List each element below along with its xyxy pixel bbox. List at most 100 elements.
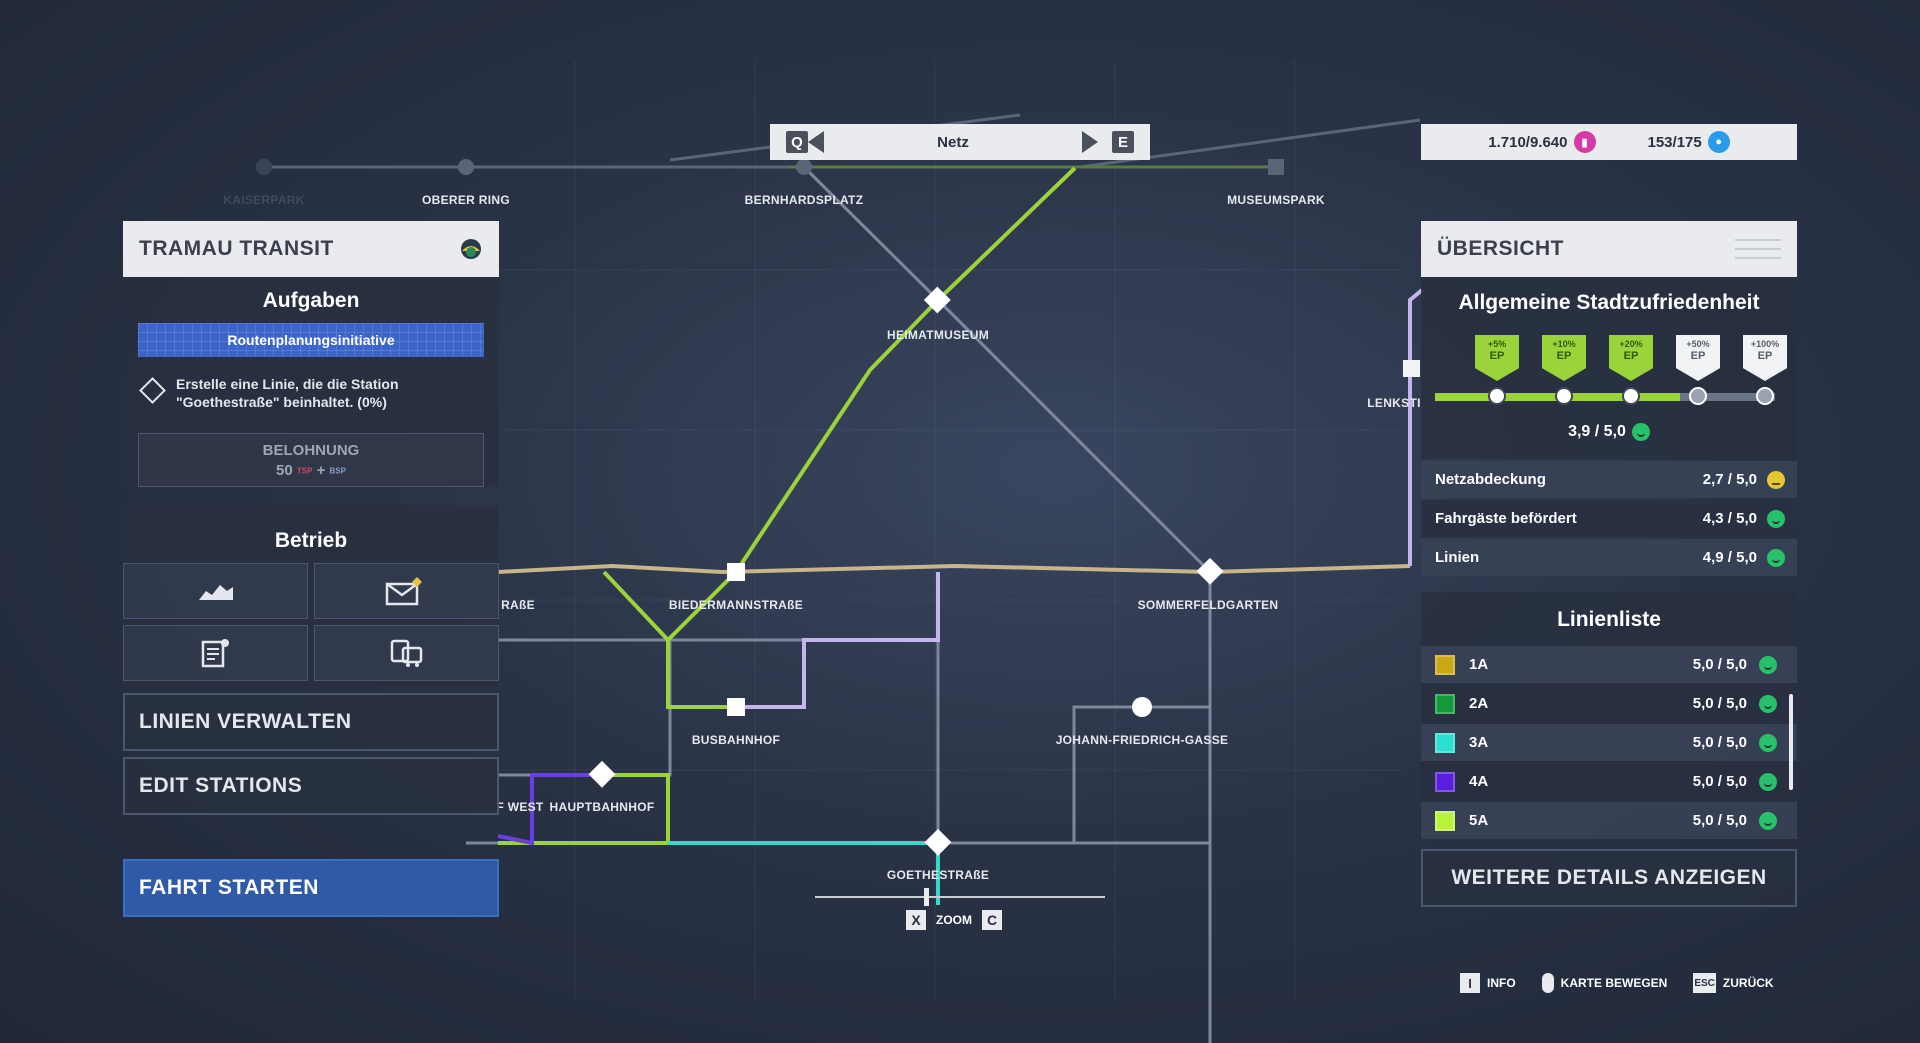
vehicle-button[interactable] [314,625,499,681]
station-label-bernhardsplatz: BERNHARDSPLATZ [744,193,864,207]
satisfaction-track [1435,393,1775,401]
edit-stations-button[interactable]: EDIT STATIONS [123,757,499,815]
zoom-thumb [924,888,929,906]
report-button[interactable] [123,625,308,681]
tier-flag-5: +100%EP [1743,335,1787,381]
metric-value: 4,9 / 5,0 [1702,549,1757,566]
company-header: TRAMAU TRANSIT [123,221,499,277]
city-emblem-icon [461,239,481,259]
right-panel: ÜBERSICHT Allgemeine Stadtzufriedenheit … [1421,221,1797,907]
station-label-lenkst: LENKSTI [1367,396,1421,410]
arrow-right-icon[interactable] [1082,131,1098,153]
line-color-swatch [1435,693,1455,714]
zoom-label: ZOOM [936,913,972,927]
station-busbahnhof-marker [727,698,745,716]
line-score: 5,0 / 5,0 [1692,812,1747,829]
neutral-face-icon [1767,470,1785,489]
hint-move-map[interactable]: KARTE BEWEGEN [1541,973,1667,993]
capacity-stat: 153/175 ● [1648,131,1730,153]
line-list-scrollbar[interactable] [1789,694,1793,790]
station-bernhardsplatz-marker [796,159,812,175]
tier-marker-2 [1555,387,1573,405]
station-johann-marker [1132,697,1152,717]
next-view-key[interactable]: E [1112,131,1134,153]
capacity-value: 153/175 [1647,133,1702,151]
metric-value-group: 2,7 / 5,0 [1702,470,1785,489]
line-color-swatch [1435,771,1455,792]
tier-unit: EP [1757,350,1773,362]
prev-view-key[interactable]: Q [786,131,808,153]
happy-face-icon [1759,655,1777,674]
station-label-kaiserpark: KAISERPARK [223,193,305,207]
hint-back[interactable]: ESC ZURÜCK [1693,973,1774,993]
station-label-johann: JOHANN-FRIEDRICH-GASSE [1055,733,1229,747]
reward-tsp: TSP [296,466,313,476]
reward-label: BELOHNUNG [262,442,360,459]
station-label-hauptbahnhof: HAUPTBAHNHOF [549,800,655,814]
station-label-sommerfeldgarten: SOMMERFELDGARTEN [1137,598,1279,612]
overview-title: ÜBERSICHT [1437,237,1565,260]
tier-unit: EP [1489,350,1505,362]
manage-lines-button[interactable]: LINIEN VERWALTEN [123,693,499,751]
arrow-left-icon[interactable] [808,131,824,153]
metric-row[interactable]: Linien 4,9 / 5,0 [1421,539,1797,576]
tier-flag-1: +5%EP [1475,335,1519,381]
stats-bar: 1.710/9.640 ▮ 153/175 ● [1421,124,1797,160]
info-label: INFO [1487,976,1516,990]
mail-button[interactable] [314,563,499,619]
back-label: ZURÜCK [1722,976,1774,990]
line-lavender [1408,288,1424,566]
line-score: 5,0 / 5,0 [1692,656,1747,673]
metric-label: Linien [1435,549,1480,566]
zoom-out-key[interactable]: X [906,910,926,930]
line-score: 5,0 / 5,0 [1692,695,1747,712]
zoom-in-key[interactable]: C [982,910,1002,930]
tier-pct: +50% [1686,339,1710,349]
statistics-button[interactable] [123,563,308,619]
station-lenkst-marker [1403,360,1420,377]
menu-icon[interactable] [1735,239,1781,259]
more-details-button[interactable]: WEITERE DETAILS ANZEIGEN [1421,849,1797,907]
happy-face-icon [1759,694,1777,713]
task-item[interactable]: Erstelle eine Linie, die die Station "Go… [123,357,499,421]
line-lavender-2 [736,572,940,709]
metric-value: 2,7 / 5,0 [1702,471,1757,488]
station-oberer-ring-marker [458,159,474,175]
operations-section: Betrieb [123,529,499,687]
line-color-swatch [1435,810,1455,831]
tier-flag-4: +50%EP [1676,335,1720,381]
tier-marker-4 [1689,387,1707,405]
passenger-icon: ● [1707,131,1730,153]
satisfaction-block: Allgemeine Stadtzufriedenheit +5%EP+10%E… [1421,277,1797,459]
reward-box: BELOHNUNG 50 TSP + BSP [138,433,484,487]
station-goethestrasse-marker [924,828,952,856]
line-row[interactable]: 5A 5,0 / 5,0 [1421,802,1797,839]
start-ride-button[interactable]: FAHRT STARTEN [123,859,499,917]
tier-pct: +20% [1619,339,1643,349]
station-kaiserpark-marker [256,159,272,175]
tier-pct: +100% [1750,339,1780,349]
tier-marker-3 [1622,387,1640,405]
tier-flag-3: +20%EP [1609,335,1653,381]
task-initiative-banner[interactable]: Routenplanungsinitiative [138,323,484,357]
hint-info[interactable]: I INFO [1460,973,1516,993]
section-spacer [123,505,499,529]
tasks-title: Aufgaben [262,289,360,312]
line-tan [497,563,1411,575]
metric-value-group: 4,9 / 5,0 [1702,548,1785,567]
station-label-heimatmuseum: HEIMATMUSEUM [886,328,990,342]
vehicle-icon [390,639,422,667]
zoom-control: X ZOOM C [906,908,1002,932]
line-name: 5A [1469,812,1489,829]
tier-flag-2: +10%EP [1542,335,1586,381]
task-diamond-icon [139,377,166,404]
line-grey-4 [1072,705,1210,843]
line-score: 5,0 / 5,0 [1692,734,1747,751]
